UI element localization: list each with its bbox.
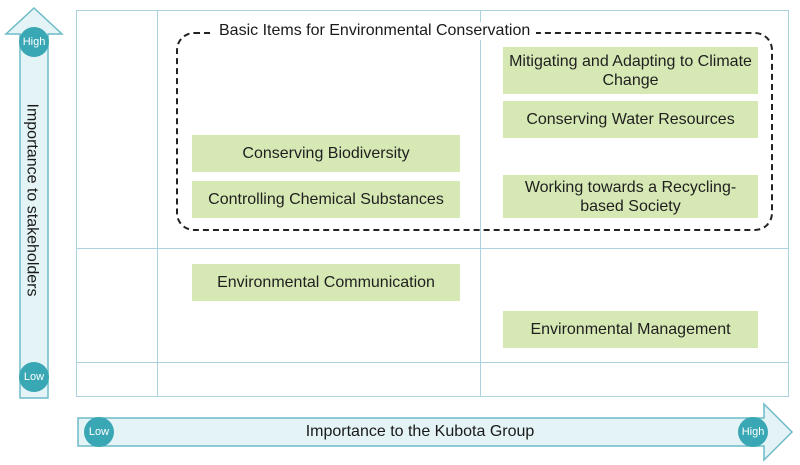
grid-frame bbox=[76, 10, 789, 397]
y-axis-low-marker: Low bbox=[19, 362, 49, 392]
x-axis-title: Importance to the Kubota Group bbox=[305, 423, 535, 440]
x-axis-high-marker: High bbox=[738, 417, 768, 447]
item-recycling-society: Working towards a Recycling-based Societ… bbox=[503, 175, 758, 218]
item-water-resources: Conserving Water Resources bbox=[503, 101, 758, 138]
item-environmental-communication: Environmental Communication bbox=[192, 264, 460, 301]
x-axis-low-marker: Low bbox=[84, 417, 114, 447]
item-climate-change: Mitigating and Adapting to Climate Chang… bbox=[503, 47, 758, 94]
x-axis-arrow bbox=[77, 402, 794, 462]
grid-line-vertical-left bbox=[157, 10, 158, 397]
y-axis-title: Importance to stakeholders bbox=[23, 103, 40, 297]
y-axis-high-marker: High bbox=[19, 27, 49, 57]
group-label: Basic Items for Environmental Conservati… bbox=[213, 22, 537, 40]
grid-line-horizontal-upper bbox=[76, 248, 789, 249]
item-environmental-management: Environmental Management bbox=[503, 311, 758, 348]
item-biodiversity: Conserving Biodiversity bbox=[192, 135, 460, 172]
y-axis-arrow bbox=[4, 6, 64, 399]
grid-line-horizontal-lower bbox=[76, 362, 789, 363]
item-chemical-substances: Controlling Chemical Substances bbox=[192, 181, 460, 218]
grid-line-vertical-middle bbox=[480, 10, 481, 397]
